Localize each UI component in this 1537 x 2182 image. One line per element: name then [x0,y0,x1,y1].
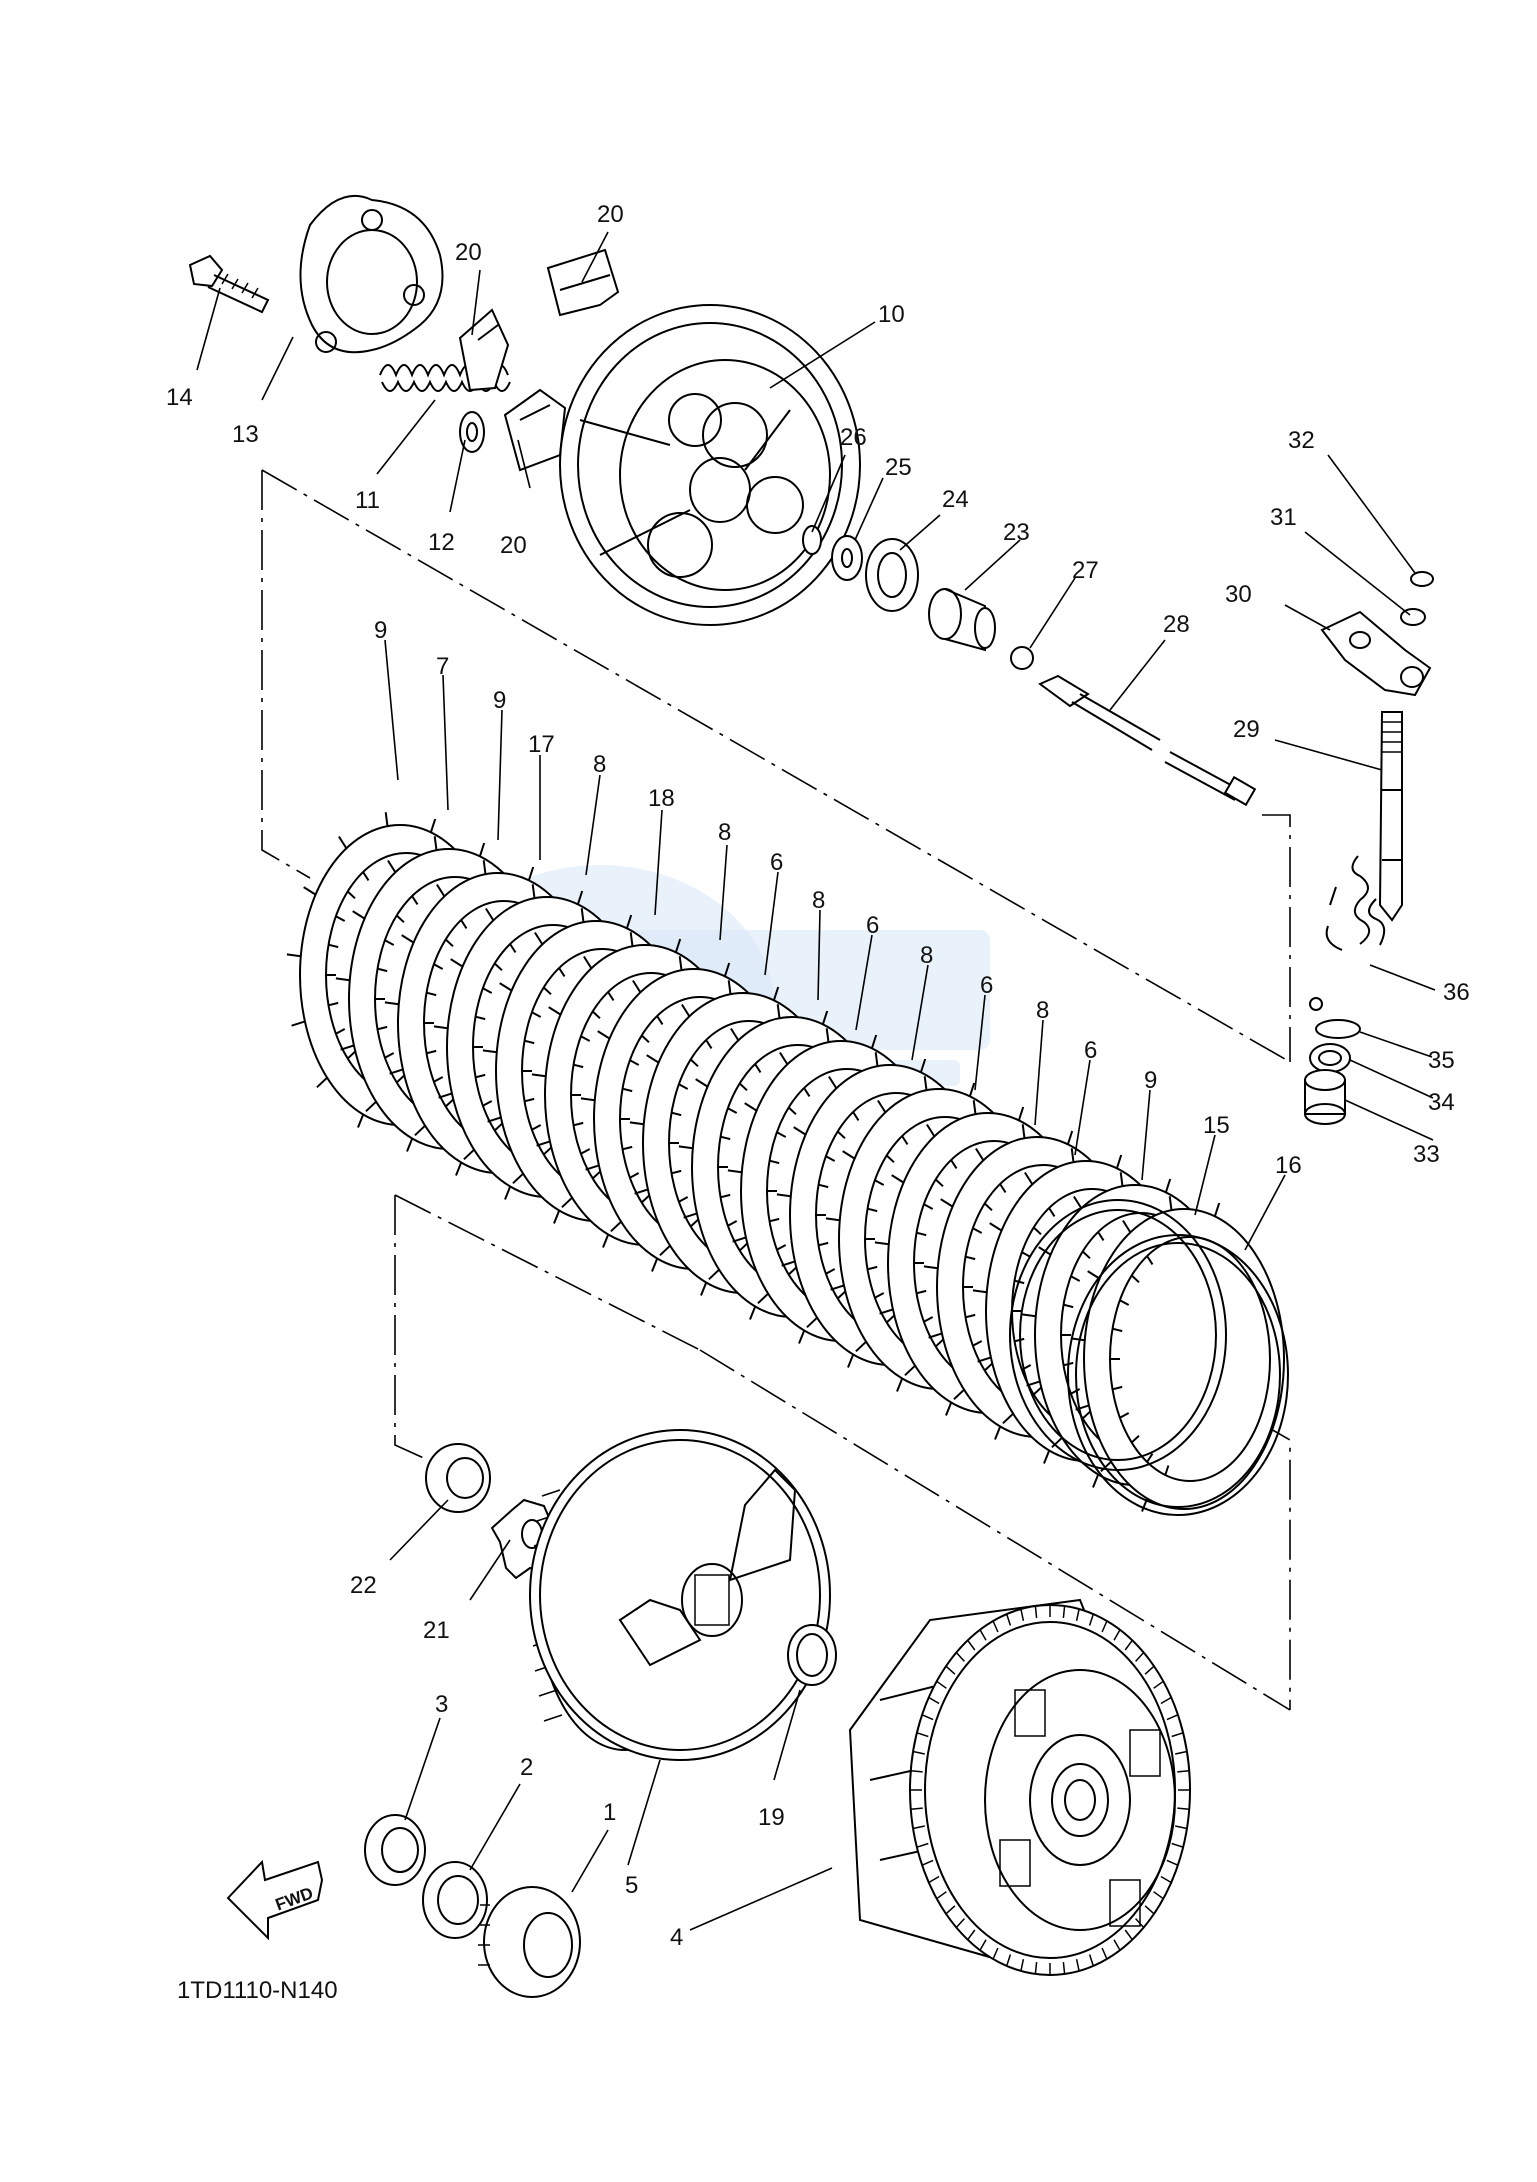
washer-part [422,1861,488,1939]
fwd-arrow-icon: FWD [226,1859,324,1941]
circlip-part [1410,571,1434,587]
callout-35: 35 [1428,1047,1455,1074]
lever-part [1320,610,1432,697]
callout-28: 28 [1163,611,1190,638]
clutch-boss-part [559,304,861,626]
alignment-line [1254,1419,1291,1710]
callout-30: 30 [1225,581,1252,608]
drawing-code: 1TD1110-N140 [177,1977,338,2004]
washer-part [831,535,863,581]
callout-9: 9 [1144,1067,1157,1094]
callout-8: 8 [1036,997,1049,1024]
clutch-housing-part [848,1598,1191,1976]
callout-9: 9 [374,617,387,644]
callout-17: 17 [528,731,555,758]
collar-part [425,1443,491,1513]
callout-18: 18 [648,785,675,812]
callout-6: 6 [866,912,879,939]
callout-25: 25 [885,454,912,481]
callout-8: 8 [718,819,731,846]
callout-9: 9 [493,687,506,714]
cushion-spring-part [1067,1234,1289,1516]
callout-7: 7 [436,653,449,680]
washer-part [459,411,485,453]
callout-34: 34 [1428,1089,1455,1116]
alignment-line [261,470,311,879]
push-rod-part [928,588,996,652]
callout-8: 8 [812,887,825,914]
leader-lines [196,231,1436,1931]
clutch-plates-stack [286,812,1285,1512]
callout-11: 11 [355,487,380,514]
callout-4: 4 [670,1924,683,1951]
callout-33: 33 [1413,1141,1440,1168]
pin-part [478,1886,581,1998]
callout-23: 23 [1003,519,1030,546]
callout-31: 31 [1270,504,1297,531]
bearing-part [865,538,919,612]
callout-13: 13 [232,421,259,448]
callout-14: 14 [166,384,193,411]
callout-29: 29 [1233,716,1260,743]
bolt-part [188,254,270,314]
friction-plate-part [1070,1196,1285,1512]
callout-22: 22 [350,1572,377,1599]
weight-part [503,388,567,472]
callout-1: 1 [603,1799,616,1826]
weight-part [458,308,510,392]
alignment-line [1262,814,1291,1062]
callout-24: 24 [942,486,969,513]
callout-10: 10 [878,301,905,328]
alignment-line [261,469,1291,1063]
spacer-part [787,1624,837,1686]
nut-part [364,1814,426,1886]
callout-labels: 20 20 20 10 14 13 11 12 26 25 24 23 27 2… [166,201,1470,1951]
alignment-line [699,1349,1291,1711]
alignment-line [394,1194,701,1351]
callout-16: 16 [1275,1152,1302,1179]
callout-5: 5 [625,1872,638,1899]
spring-part [1309,855,1386,1011]
callout-3: 3 [435,1691,448,1718]
ball-part [1010,646,1034,670]
push-rod-part [1038,674,1257,807]
callout-36: 36 [1443,979,1470,1006]
bearing-part [1304,1069,1346,1125]
alignment-line [394,1195,429,1461]
oil-seal-part [1309,1043,1351,1073]
callout-21: 21 [423,1617,450,1644]
callout-8: 8 [593,751,606,778]
callout-15: 15 [1203,1112,1230,1139]
circlip-part [1009,1199,1227,1471]
push-lever-shaft-part [1378,711,1403,922]
circlip-part [1315,1019,1361,1039]
callout-26: 26 [840,424,867,451]
callout-6: 6 [1084,1037,1097,1064]
callout-20: 20 [455,239,482,266]
weight-part [546,248,620,317]
callout-27: 27 [1072,557,1099,584]
retainer-plate-part [299,195,444,354]
callout-20: 20 [597,201,624,228]
clutch-boss-part [529,1429,831,1761]
callout-19: 19 [758,1804,785,1831]
callout-32: 32 [1288,427,1315,454]
callout-20: 20 [500,532,527,559]
callout-6: 6 [770,849,783,876]
callout-12: 12 [428,529,455,556]
callout-8: 8 [920,942,933,969]
callout-2: 2 [520,1754,533,1781]
callout-6: 6 [980,972,993,999]
circlip-part [802,525,822,555]
